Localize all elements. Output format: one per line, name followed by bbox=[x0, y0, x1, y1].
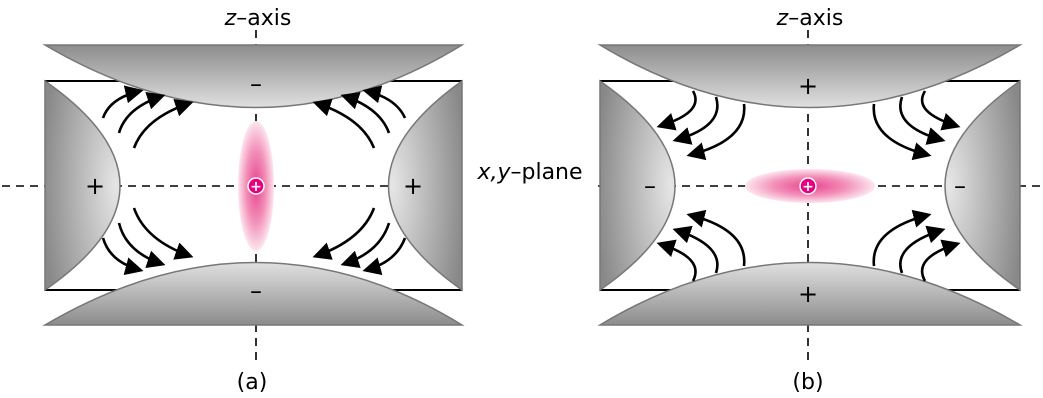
field-line bbox=[132, 98, 194, 149]
ion-core bbox=[799, 177, 817, 195]
right-electrode-sign: – bbox=[954, 172, 966, 200]
field-line bbox=[872, 209, 932, 267]
field-line bbox=[920, 90, 961, 131]
field-line bbox=[117, 91, 166, 134]
panel-label: (a) bbox=[237, 370, 268, 395]
field-line bbox=[899, 96, 946, 145]
panel-a: z–axis – – + + + (a) bbox=[42, 6, 465, 395]
field-line bbox=[340, 91, 391, 134]
field-lines bbox=[101, 85, 407, 276]
left-electrode bbox=[44, 79, 121, 292]
field-line bbox=[686, 209, 746, 267]
field-line bbox=[899, 225, 946, 274]
field-line bbox=[920, 239, 961, 282]
field-line bbox=[101, 237, 144, 276]
bottom-electrode-sign: + bbox=[798, 280, 818, 308]
field-line bbox=[672, 96, 719, 145]
top-electrode bbox=[42, 44, 465, 109]
left-electrode-sign: + bbox=[85, 172, 105, 200]
left-electrode-sign: – bbox=[644, 172, 656, 200]
panel-label: (b) bbox=[792, 370, 823, 395]
field-line bbox=[656, 90, 697, 131]
field-line bbox=[872, 103, 932, 161]
panel-b: z–axis + + – – + (b) bbox=[597, 6, 1023, 395]
field-line bbox=[101, 85, 144, 119]
top-electrode-sign: – bbox=[250, 70, 262, 98]
field-line bbox=[340, 222, 391, 269]
ion-core bbox=[247, 177, 265, 195]
ion-charge: + bbox=[802, 179, 814, 195]
field-line bbox=[672, 225, 719, 274]
field-line bbox=[312, 207, 376, 260]
field-line bbox=[312, 98, 376, 149]
top-electrode bbox=[597, 44, 1023, 109]
right-electrode bbox=[944, 79, 1021, 292]
field-line bbox=[656, 239, 697, 282]
right-electrode-sign: + bbox=[403, 172, 423, 200]
field-lines bbox=[656, 90, 961, 282]
field-line bbox=[362, 237, 407, 276]
z-axis-label: z–axis bbox=[776, 6, 844, 31]
field-line bbox=[132, 207, 194, 260]
field-line bbox=[117, 222, 166, 269]
z-axis-label: z–axis bbox=[224, 6, 292, 31]
bottom-electrode bbox=[597, 261, 1023, 326]
ion-charge: + bbox=[250, 179, 262, 195]
top-electrode-sign: + bbox=[798, 72, 818, 100]
field-line bbox=[686, 103, 746, 161]
left-electrode bbox=[599, 79, 676, 292]
bottom-electrode bbox=[42, 261, 465, 326]
bottom-electrode-sign: – bbox=[250, 277, 262, 305]
right-electrode bbox=[387, 79, 463, 292]
field-line bbox=[362, 85, 407, 119]
xy-plane-label: x,y–plane bbox=[476, 160, 582, 185]
